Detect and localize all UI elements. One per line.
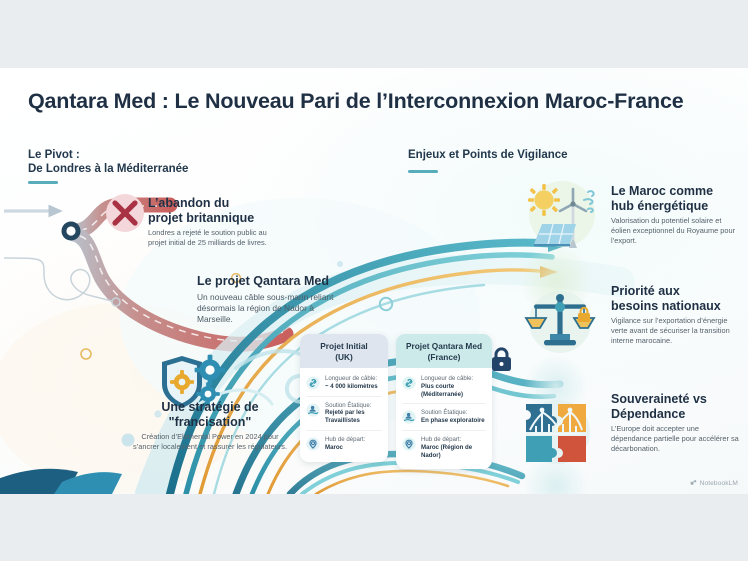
left-section-header: Le Pivot : De Londres à la Méditerranée bbox=[28, 149, 258, 176]
card-fr-support-text: Soution Étatique: En phase exploratoire bbox=[421, 409, 486, 425]
card-fr-hub-value: Maroc (Région de Nador) bbox=[421, 443, 473, 459]
card-fr-body: Longueur de câble: Plus courte (Méditerr… bbox=[396, 368, 492, 469]
besoins-title: Priorité aux besoins nationaux bbox=[611, 284, 737, 313]
comparison-card-france[interactable]: Projet Qantara Med (France) Longueur bbox=[396, 334, 492, 470]
right-block-souverainete: Souveraineté vs Dépendance L’Europe doit… bbox=[611, 392, 741, 454]
card-uk-hub-label: Hub de départ: bbox=[325, 435, 366, 443]
hand-support-icon bbox=[402, 410, 416, 424]
card-fr-subtitle: (France) bbox=[427, 351, 461, 362]
card-uk-cable-value: ~ 4 000 kilomètres bbox=[325, 382, 378, 390]
card-uk-row-cable: Longueur de câble: ~ 4 000 kilomètres bbox=[306, 370, 382, 397]
pin-icon bbox=[306, 437, 320, 451]
francisation-body: Création d’Elemental Power en 2024 pour … bbox=[132, 432, 288, 451]
pin-icon bbox=[402, 437, 416, 451]
card-fr-support-value: En phase exploratoire bbox=[421, 417, 485, 425]
card-uk-hub-text: Hub de départ: Maroc bbox=[325, 436, 382, 452]
link-icon bbox=[306, 376, 320, 390]
solar-wind-energy-icon bbox=[518, 176, 602, 254]
link-icon bbox=[402, 376, 416, 390]
qantara-title: Le projet Qantara Med bbox=[197, 274, 329, 288]
right-section-line1: Enjeux et Points de Vigilance bbox=[408, 149, 568, 161]
francisation-title: Une stratégie de "francisation" bbox=[128, 400, 292, 429]
card-fr-cable-value: Plus courte (Méditerranée) bbox=[421, 382, 463, 398]
abandon-body: Londres a rejeté le soution public au pr… bbox=[148, 228, 267, 247]
card-uk-support-text: Soution Étatique: Rejeté par les Travail… bbox=[325, 402, 382, 425]
hub-title: Le Maroc comme hub énergétique bbox=[611, 184, 737, 213]
notebooklm-logo-icon bbox=[690, 479, 697, 488]
card-fr-row-cable: Longueur de câble: Plus courte (Méditerr… bbox=[402, 370, 486, 405]
card-fr-cable-label: Longueur de câble: bbox=[421, 375, 474, 382]
souverainete-title-line2: Dépendance bbox=[611, 406, 686, 421]
shield-gears-icon bbox=[158, 352, 236, 412]
souverainete-title: Souveraineté vs Dépendance bbox=[611, 392, 741, 421]
card-fr-header: Projet Qantara Med (France) bbox=[396, 334, 492, 368]
card-uk-row-support: Soution Étatique: Rejeté par les Travail… bbox=[306, 397, 382, 431]
card-fr-row-support: Soution Étatique: En phase exploratoire bbox=[402, 404, 486, 431]
card-uk-cable-text: Longueur de câble: ~ 4 000 kilomètres bbox=[325, 375, 382, 391]
card-uk-title: Projet Initial bbox=[320, 341, 368, 351]
hub-body: Valorisation du potentiel solaire et éol… bbox=[611, 216, 736, 245]
hub-title-line1: Le Maroc comme bbox=[611, 184, 714, 198]
souverainete-title-line1: Souveraineté vs bbox=[611, 392, 707, 406]
x-cross-icon bbox=[104, 192, 146, 234]
left-block-abandon: L’abandon du projet britannique Londres … bbox=[148, 196, 280, 248]
card-fr-hub-text: Hub de départ: Maroc (Région de Nador) bbox=[421, 436, 486, 459]
hub-title-line2: hub énergétique bbox=[611, 198, 709, 213]
right-block-hub: Le Maroc comme hub énergétique Valorisat… bbox=[611, 184, 737, 246]
page-title: Qantara Med : Le Nouveau Pari de l’Inter… bbox=[28, 89, 684, 113]
besoins-title-line2: besoins nationaux bbox=[611, 298, 721, 313]
infographic-canvas: Le Pivot : De Londres à la Méditerranée … bbox=[0, 68, 748, 494]
card-uk-header: Projet Initial (UK) bbox=[300, 334, 388, 368]
card-uk-hub-value: Maroc bbox=[325, 443, 343, 451]
besoins-title-line1: Priorité aux bbox=[611, 284, 680, 298]
card-uk-row-hub: Hub de départ: Maroc bbox=[306, 431, 382, 457]
card-fr-title: Projet Qantara Med bbox=[405, 341, 483, 351]
qantara-body: Un nouveau câble sous-marin reliant déso… bbox=[197, 291, 334, 325]
comparison-card-uk[interactable]: Projet Initial (UK) Longueur de câble bbox=[300, 334, 388, 462]
abandon-title-line1: L’abandon du bbox=[148, 196, 230, 210]
francisation-title-line1: Une stratégie de bbox=[161, 400, 259, 414]
right-block-besoins: Priorité aux besoins nationaux Vigilance… bbox=[611, 284, 737, 346]
left-section-line1: Le Pivot : bbox=[28, 149, 80, 161]
francisation-title-line2: "francisation" bbox=[168, 414, 252, 429]
abandon-title-line2: projet britannique bbox=[148, 210, 255, 225]
balance-scale-icon bbox=[522, 286, 598, 358]
right-section-header: Enjeux et Points de Vigilance bbox=[408, 149, 668, 163]
card-fr-support-label: Soution Étatique: bbox=[421, 409, 468, 417]
card-uk-subtitle: (UK) bbox=[335, 351, 353, 362]
card-fr-row-hub: Hub de départ: Maroc (Région de Nador) bbox=[402, 431, 486, 464]
abandon-title: L’abandon du projet britannique bbox=[148, 196, 280, 225]
left-section-rule bbox=[28, 181, 58, 184]
right-section-rule bbox=[408, 170, 438, 173]
card-uk-cable-label: Longueur de câble: bbox=[325, 375, 378, 382]
notebooklm-watermark: NotebookLM bbox=[690, 479, 738, 488]
left-block-francisation: Une stratégie de "francisation" Création… bbox=[128, 400, 292, 452]
card-uk-support-value: Rejeté par les Travaillistes bbox=[325, 409, 365, 425]
notebooklm-label: NotebookLM bbox=[699, 480, 738, 487]
card-fr-hub-label: Hub de départ: bbox=[421, 435, 462, 443]
besoins-body: Vigilance sur l’exportation d’énergie ve… bbox=[611, 316, 730, 345]
left-block-qantara: Le projet Qantara Med Un nouveau câble s… bbox=[197, 274, 347, 326]
card-fr-cable-text: Longueur de câble: Plus courte (Méditerr… bbox=[421, 375, 486, 398]
puzzle-bridge-icon bbox=[518, 390, 598, 470]
card-uk-support-label: Soution Étatique: bbox=[325, 401, 372, 409]
card-uk-body: Longueur de câble: ~ 4 000 kilomètres bbox=[300, 368, 388, 462]
hand-support-icon bbox=[306, 402, 320, 417]
souverainete-body: L’Europe doit accepter une dépendance pa… bbox=[611, 424, 739, 453]
left-section-line2: De Londres à la Méditerranée bbox=[28, 162, 189, 175]
